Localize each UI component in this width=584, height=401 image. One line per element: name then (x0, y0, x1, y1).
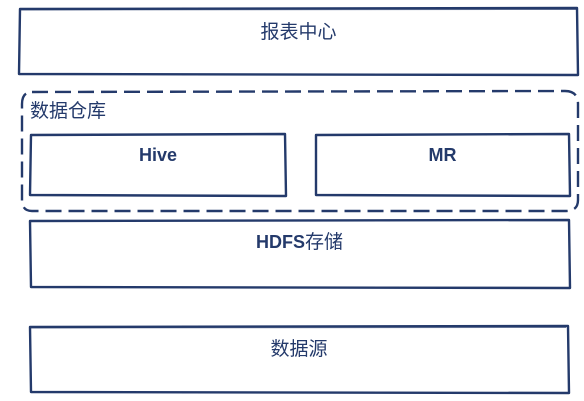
hive-box (28, 132, 288, 198)
data-source-box (28, 324, 571, 395)
hdfs-storage-label: HDFS存储 (30, 233, 569, 252)
mr-box (314, 132, 572, 198)
report-center-label: 报表中心 (260, 21, 337, 43)
report-center-box (17, 6, 580, 77)
data-source-label: 数据源 (270, 338, 328, 360)
data-warehouse-title: 数据仓库 (30, 100, 107, 122)
data-warehouse-group-border (20, 89, 580, 213)
hdfs-label-rest: 存储 (304, 231, 343, 253)
hdfs-storage-box (28, 218, 572, 290)
mr-label: MR (428, 145, 457, 165)
hive-label: Hive (138, 145, 178, 165)
hdfs-label-bold: HDFS (255, 232, 305, 252)
